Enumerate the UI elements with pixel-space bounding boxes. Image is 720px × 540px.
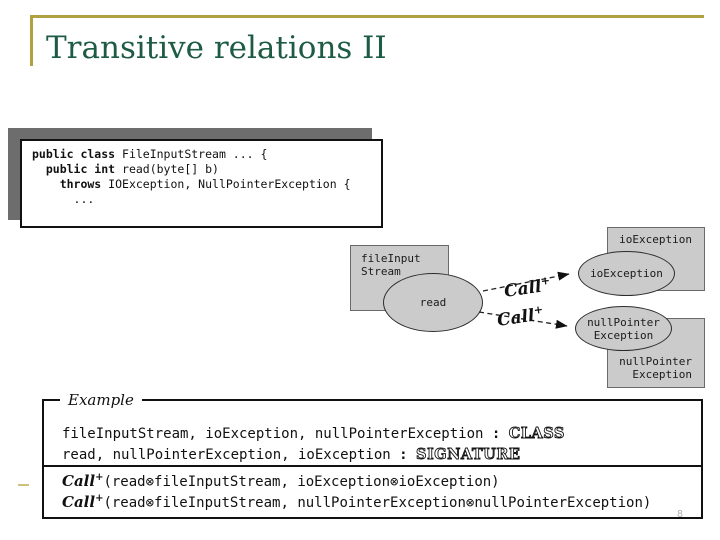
call-plus-label-top: Call+ — [503, 274, 552, 302]
call-plus-label-bottom: Call+ — [496, 303, 545, 331]
code-text: IOException, NullPointerException { — [101, 177, 351, 191]
example-line-signature: read, nullPointerException, ioException … — [62, 446, 521, 464]
code-text: FileInputStream ... { — [115, 147, 268, 161]
code-line: public int read(byte[] b) — [32, 162, 381, 177]
call-text: Call — [62, 472, 96, 490]
node-label: fileInput — [361, 252, 421, 265]
code-line: throws IOException, NullPointerException… — [32, 177, 381, 192]
class-tag: CLASS — [508, 425, 565, 443]
node-label: ioException — [590, 267, 663, 280]
call-relation-name: Call+ — [62, 493, 103, 511]
code-text: ... — [32, 192, 95, 206]
node-label: Exception — [632, 368, 692, 381]
colon-separator: : — [483, 426, 509, 442]
call-label-text: Call — [495, 305, 536, 331]
node-label: nullPointer — [619, 355, 692, 368]
call-text: Call — [62, 493, 96, 511]
bottom-gold-dash — [18, 484, 29, 486]
call-tuple: (read⊗fileInputStream, nullPointerExcept… — [103, 495, 652, 511]
page-number-fragment: 8 — [677, 509, 684, 520]
call-label-sup: + — [532, 302, 544, 318]
node-label: ioException — [619, 233, 692, 246]
example-line-call-2: Call+(read⊗fileInputStream, nullPointerE… — [62, 493, 651, 511]
node-label: nullPointer — [587, 315, 660, 329]
relation-tuple: fileInputStream, ioException, nullPointe… — [62, 426, 484, 442]
nullpointerexception-ellipse: nullPointer Exception — [575, 306, 672, 351]
node-label: read — [419, 296, 447, 309]
code-line: public class FileInputStream ... { — [32, 147, 381, 162]
colon-separator: : — [390, 447, 417, 463]
call-tuple: (read⊗fileInputStream, ioException⊗ioExc… — [103, 474, 500, 490]
left-gold-rule — [30, 15, 33, 66]
code-keyword: throws — [32, 177, 102, 191]
example-legend: Example — [60, 391, 142, 409]
call-sup: + — [95, 493, 104, 504]
call-sup: + — [95, 472, 104, 483]
read-method-ellipse: read — [383, 273, 483, 332]
java-code-box: public class FileInputStream ... { publi… — [20, 139, 383, 228]
signature-tag: SIGNATURE — [416, 446, 521, 464]
call-relation-name: Call+ — [62, 472, 103, 490]
node-label: Stream — [361, 265, 401, 278]
code-keyword: public class — [32, 147, 116, 161]
call-label-sup: + — [539, 273, 551, 289]
top-gold-rule — [30, 15, 704, 18]
ioexception-ellipse: ioException — [578, 251, 675, 296]
example-divider — [44, 465, 701, 467]
code-text: read(byte[] b) — [115, 162, 219, 176]
call-label-text: Call — [502, 276, 543, 302]
example-line-call-1: Call+(read⊗fileInputStream, ioException⊗… — [62, 472, 500, 490]
slide-title: Transitive relations II — [46, 30, 387, 66]
code-keyword: public int — [32, 162, 116, 176]
example-panel: Example fileInputStream, ioException, nu… — [42, 391, 703, 519]
relation-tuple: read, nullPointerException, ioException — [62, 447, 391, 463]
code-line: ... — [32, 192, 381, 207]
node-label: Exception — [593, 328, 654, 342]
example-line-class: fileInputStream, ioException, nullPointe… — [62, 425, 565, 443]
